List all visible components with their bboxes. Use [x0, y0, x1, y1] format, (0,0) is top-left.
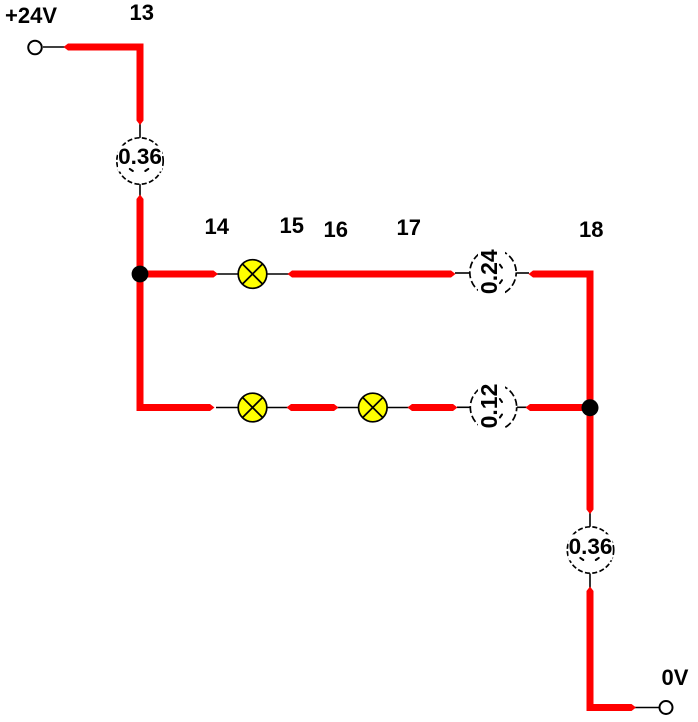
svg-text:0.36: 0.36 [118, 144, 162, 169]
svg-text:15: 15 [280, 213, 304, 238]
svg-text:0.12: 0.12 [476, 384, 502, 429]
svg-text:0.36: 0.36 [569, 534, 613, 559]
svg-text:17: 17 [397, 215, 421, 240]
svg-text:13: 13 [130, 0, 154, 25]
svg-text:18: 18 [579, 217, 603, 242]
svg-text:0V: 0V [662, 665, 689, 690]
svg-text:16: 16 [324, 217, 348, 242]
svg-text:0.24: 0.24 [476, 249, 502, 294]
svg-text:14: 14 [205, 214, 230, 239]
svg-text:+24V: +24V [5, 3, 57, 28]
